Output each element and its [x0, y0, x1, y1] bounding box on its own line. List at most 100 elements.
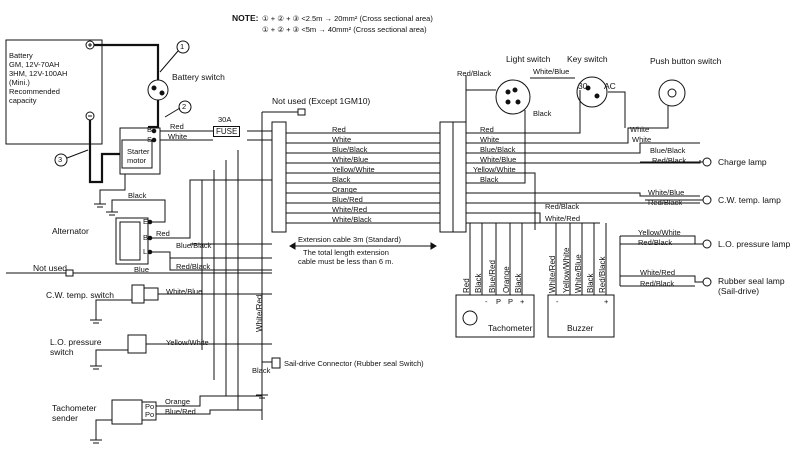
circle-1-label: 1 [180, 42, 185, 51]
harness-label-1: White [332, 135, 352, 144]
vert-wire-1: Black [474, 273, 483, 293]
battery-line-5: capacity [9, 96, 37, 105]
buzz-minus: - [556, 297, 559, 306]
wire-white-red-rs: White/Red [640, 268, 676, 277]
alternator-box [115, 217, 149, 265]
tachometer-label: Tachometer [488, 323, 533, 333]
key-30: 30 [578, 81, 588, 91]
vert-wire-5: White/Red [548, 255, 557, 293]
starter-b: B [147, 125, 153, 134]
extension-line-1: Extension cable 3m (Standard) [298, 235, 401, 244]
vert-wire-6: Yellow/White [562, 247, 571, 293]
battery-negative-cable [88, 120, 120, 184]
lo-switch-label-1: switch [50, 347, 74, 357]
vert-wire-9: Red/Black [598, 256, 607, 293]
wire-blue-alt: Blue [134, 265, 150, 274]
key-switch-label: Key switch [567, 54, 608, 64]
lo-switch-label-0: L.O. pressure [50, 337, 102, 347]
wire-white-blue-cw-right: White/Blue [648, 188, 685, 197]
rubber-seal-lamp-symbol [702, 277, 712, 287]
fuse-box: FUSE [213, 126, 241, 137]
light-switch-symbol [495, 79, 531, 115]
circle-3 [54, 153, 68, 167]
circle-2-label: 2 [182, 102, 187, 111]
left-connector [271, 121, 287, 233]
wire-h-red: Red [480, 125, 494, 134]
tach-term-minus: - [485, 297, 488, 306]
light-switch-label: Light switch [506, 54, 551, 64]
starter-motor-box [119, 127, 161, 175]
extension-line-3: cable must be less than 6 m. [298, 257, 394, 266]
harness-label-9: White/Black [332, 215, 372, 224]
key-ac: AC [604, 81, 616, 91]
wire-red-black-cw-right: Red/Black [648, 198, 683, 207]
extension-line-2: The total length extension [303, 248, 389, 257]
wire-orange-tach: Orange [165, 397, 191, 406]
wire-white-blue-top: White/Blue [533, 67, 570, 76]
starter-s: S [147, 135, 153, 144]
buzz-plus: + [604, 297, 609, 306]
alt-l: L [143, 247, 148, 256]
starter-body [121, 139, 153, 169]
po-1: Po [145, 402, 155, 411]
po-2: Po [145, 410, 155, 419]
wire-h-blue-black: Blue/Black [480, 145, 516, 154]
note-label: NOTE: [232, 13, 259, 23]
harness-label-0: Red [332, 125, 346, 134]
circle-2 [178, 100, 192, 114]
wire-h-yellow-white: Yellow/White [473, 165, 516, 174]
key-switch-symbol [576, 76, 608, 108]
note-line-2: ① + ② + ③ <5m → 40mm² (Cross sectional a… [262, 25, 427, 34]
cw-temp-switch-label: C.W. temp. switch [46, 290, 115, 300]
battery-switch-label: Battery switch [172, 72, 225, 82]
wire-white-push-1: White [630, 125, 650, 134]
harness-label-3: White/Blue [332, 155, 369, 164]
harness-label-6: Orange [332, 185, 358, 194]
wire-yellow-white-lo: Yellow/White [166, 338, 209, 347]
harness-label-7: Blue/Red [332, 195, 363, 204]
wire-red-black-alt: Red/Black [176, 262, 211, 271]
starter-label-1: motor [127, 156, 147, 165]
fuse-amp: 30A [218, 115, 232, 124]
lo-pressure-switch-symbol [127, 334, 147, 354]
wire-h-white-blue: White/Blue [480, 155, 517, 164]
charge-lamp-label: Charge lamp [718, 157, 767, 167]
wire-red-black-top: Red/Black [457, 69, 492, 78]
vert-wire-8: Black [586, 273, 595, 293]
tach-term-plus: + [520, 297, 525, 306]
wire-white-bs: White [168, 132, 188, 141]
not-used-left-label: Not used [33, 263, 68, 273]
rs-lamp-label-0: Rubber seal lamp [718, 276, 785, 286]
push-button-label: Push button switch [650, 56, 722, 66]
harness-label-2: Blue/Black [332, 145, 368, 154]
tach-term-p2: P [508, 297, 514, 306]
battery-line-4: Recommended [9, 87, 60, 96]
alt-b: B [143, 233, 149, 242]
tachometer-sender-symbol [111, 399, 143, 425]
wire-white-red-vert: White/Red [255, 294, 264, 332]
wire-h-red-black: Red/Black [545, 202, 580, 211]
wire-white-blue-cw: White/Blue [166, 287, 203, 296]
wire-yellow-white-lo-right: Yellow/White [638, 228, 681, 237]
wire-white-push-2: White [632, 135, 652, 144]
alt-e: E [143, 217, 149, 226]
wire-red-black-charge: Red/Black [652, 156, 687, 165]
cw-lamp-label: C.W. temp. lamp [718, 195, 781, 205]
vert-wire-2: Blue/Red [488, 260, 497, 293]
battery-line-1: GM, 12V-70AH [9, 60, 60, 69]
tach-term-p1: P [496, 297, 502, 306]
wire-h-white-red: White/Red [545, 214, 581, 223]
vert-wire-4: Black [514, 273, 523, 293]
cw-temp-switch-symbol [131, 284, 145, 304]
vert-wire-0: Red [462, 278, 471, 293]
tachometer-box [455, 294, 535, 338]
wire-red-black-lo-right: Red/Black [638, 238, 673, 247]
buzzer-label: Buzzer [567, 323, 594, 333]
wire-blue-red-tach: Blue/Red [165, 407, 196, 416]
note-line-1: ① + ② + ③ <2.5m → 20mm² (Cross sectional… [262, 14, 433, 23]
wire-red-bs: Red [170, 122, 184, 131]
cw-lamp-symbol [702, 195, 712, 205]
vert-wire-7: White/Blue [574, 254, 583, 293]
battery-line-0: Battery [9, 51, 33, 60]
circle-3-label: 3 [58, 155, 63, 164]
